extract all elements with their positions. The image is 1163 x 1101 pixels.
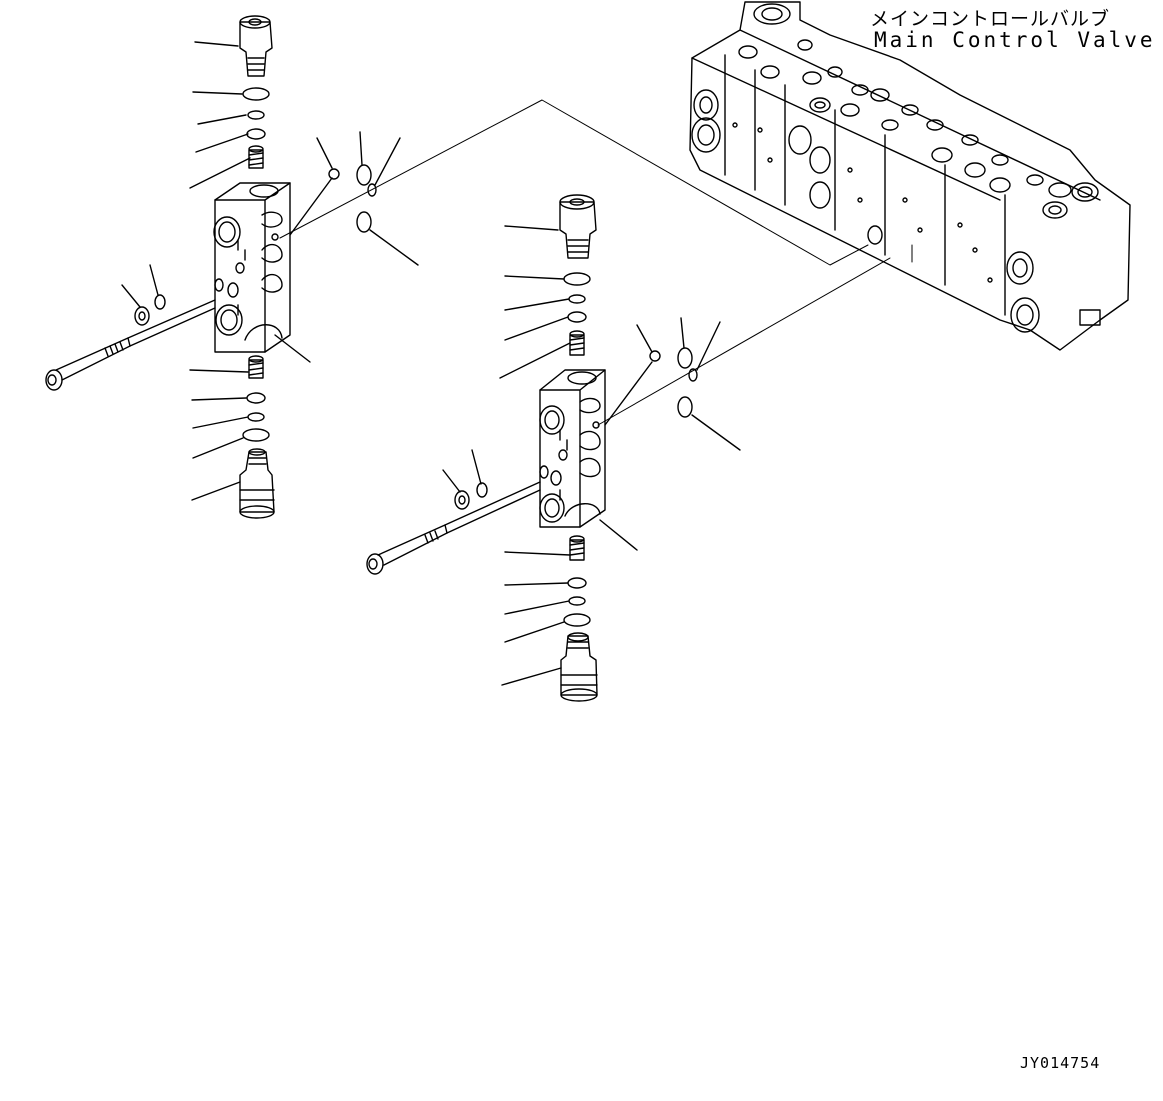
left-valve-assembly <box>46 16 418 518</box>
plug-small-left <box>329 169 339 179</box>
o-ring-c4 <box>564 614 590 626</box>
seal-center <box>477 483 487 497</box>
title-japanese: メインコントロールバルブ <box>870 8 1111 30</box>
main-control-valve-assembly <box>690 2 1130 350</box>
spring-bottom-left <box>249 356 263 378</box>
o-ring-side-d <box>678 348 692 368</box>
spring-bottom-center <box>570 536 584 560</box>
spring-top-left <box>249 146 263 168</box>
o-ring-side-b <box>368 184 376 196</box>
o-ring-side-f <box>678 397 692 417</box>
o-ring-c3 <box>569 597 585 605</box>
o-ring-side-c <box>357 212 371 232</box>
bolt-left <box>46 300 215 390</box>
o-ring-1 <box>243 88 269 100</box>
plug-small-center <box>650 351 660 361</box>
backup-ring <box>247 129 265 139</box>
backup-ring-c <box>568 312 586 322</box>
o-ring-4 <box>243 429 269 441</box>
o-ring-c1 <box>564 273 590 285</box>
o-ring-side-a <box>357 165 371 185</box>
washer-left <box>135 307 149 325</box>
title-english: Main Control Valve <box>874 28 1156 52</box>
relief-plug-top-left <box>240 16 272 76</box>
o-ring-side-e <box>689 369 697 381</box>
center-valve-assembly <box>367 195 740 701</box>
relief-plug-top-center <box>560 195 596 258</box>
valve-block-center <box>540 370 605 527</box>
washer-center <box>455 491 469 509</box>
backup-ring-c-lower <box>568 578 586 588</box>
o-ring-c2 <box>569 295 585 303</box>
seal-left <box>155 295 165 309</box>
spring-top-center <box>570 331 584 355</box>
backup-ring-lower <box>247 393 265 403</box>
relief-plug-bottom-left <box>240 449 274 518</box>
relief-plug-bottom-center <box>561 633 597 701</box>
drawing-code: JY014754 <box>1020 1054 1101 1072</box>
o-ring-3 <box>248 413 264 421</box>
valve-block-left <box>214 183 290 352</box>
o-ring-2 <box>248 111 264 119</box>
assembly-leader-lines <box>280 100 912 425</box>
bolt-center <box>367 482 540 574</box>
